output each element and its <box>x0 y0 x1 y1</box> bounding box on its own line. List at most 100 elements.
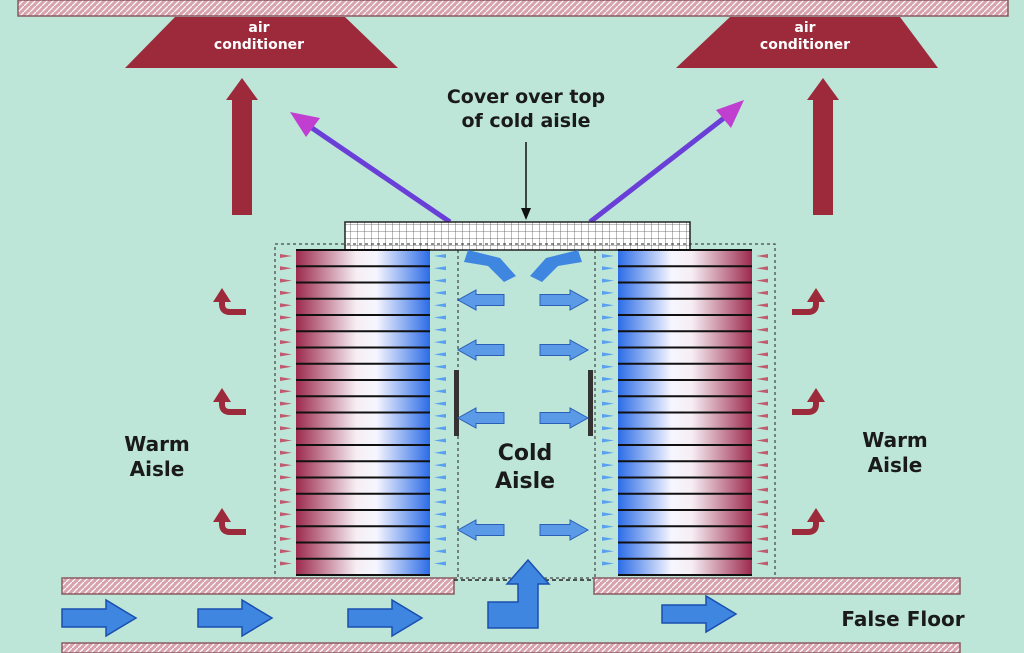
intake-tick <box>602 450 614 455</box>
subfloor-slab <box>61 642 961 653</box>
exhaust-tick <box>756 364 768 369</box>
exhaust-tick <box>756 426 768 431</box>
exhaust-tick <box>280 364 292 369</box>
exhaust-tick <box>756 487 768 492</box>
exhaust-tick <box>280 463 292 468</box>
exhaust-tick <box>756 413 768 418</box>
intake-tick <box>602 536 614 541</box>
intake-tick <box>602 327 614 332</box>
exhaust-tick <box>756 377 768 381</box>
intake-tick <box>434 524 446 529</box>
intake-tick <box>434 266 446 271</box>
intake-tick <box>602 315 614 320</box>
exhaust-tick <box>756 266 768 271</box>
ac-right-label: air conditioner <box>745 20 865 54</box>
exhaust-tick <box>756 475 768 480</box>
intake-tick <box>434 463 446 468</box>
exhaust-tick <box>756 549 768 554</box>
exhaust-tick <box>280 327 292 332</box>
warm-air-up-arrow-left <box>226 78 258 215</box>
exhaust-tick <box>280 290 292 295</box>
exhaust-tick <box>756 463 768 468</box>
exhaust-tick <box>280 266 292 271</box>
exhaust-arrow-right <box>588 100 744 224</box>
warm-right-line2: Aisle <box>867 453 923 477</box>
intake-tick <box>602 266 614 271</box>
ac-left-label-line1: air <box>248 20 270 36</box>
exhaust-tick <box>756 352 768 357</box>
intake-tick <box>434 364 446 369</box>
exhaust-tick <box>756 254 768 258</box>
vent-right <box>588 370 593 436</box>
curved-arrow-icon <box>213 508 246 535</box>
exhaust-tick <box>756 327 768 332</box>
intake-tick <box>434 254 446 258</box>
warm-left-line1: Warm <box>124 432 190 456</box>
intake-tick <box>602 352 614 357</box>
exhaust-tick <box>280 377 292 381</box>
exhaust-tick <box>280 413 292 418</box>
exhaust-tick <box>280 254 292 258</box>
intake-tick <box>434 377 446 381</box>
air-conditioner-right <box>676 17 938 68</box>
intake-tick <box>434 303 446 308</box>
cover-label-line1: Cover over top <box>446 86 606 108</box>
exhaust-tick <box>756 438 768 443</box>
intake-tick <box>602 500 614 504</box>
vent-left <box>454 370 459 436</box>
exhaust-tick <box>280 536 292 541</box>
curved-arrow-icon <box>213 288 246 315</box>
warm-aisle-right-label: Warm Aisle <box>840 428 950 478</box>
exhaust-tick <box>280 278 292 283</box>
warm-left-line2: Aisle <box>129 457 185 481</box>
curved-arrow-icon <box>792 288 825 315</box>
intake-tick <box>434 500 446 504</box>
ac-left-label-line2: conditioner <box>213 36 305 53</box>
exhaust-tick <box>756 524 768 529</box>
exhaust-tick <box>756 536 768 541</box>
intake-tick <box>434 426 446 431</box>
intake-tick <box>434 413 446 418</box>
intake-tick <box>602 438 614 443</box>
cold-air-left-arrow-icon <box>456 339 505 361</box>
exhaust-tick <box>756 561 768 566</box>
intake-tick <box>602 413 614 418</box>
cold-air-deflect-left <box>464 250 516 282</box>
intake-tick <box>602 549 614 554</box>
curved-arrow-icon <box>792 388 825 415</box>
exhaust-tick <box>756 340 768 345</box>
ac-left-label: air conditioner <box>199 20 319 54</box>
exhaust-tick <box>280 450 292 455</box>
exhaust-tick <box>756 303 768 308</box>
intake-tick <box>602 487 614 492</box>
cold-air-left-arrow-icon <box>456 289 505 311</box>
intake-tick <box>434 340 446 345</box>
cold-air-right-arrow-icon <box>539 407 590 429</box>
containment-outline <box>274 243 776 579</box>
ceiling-slab <box>17 0 1009 17</box>
cold-air-right-arrow-icon <box>539 339 590 361</box>
intake-tick <box>602 303 614 308</box>
exhaust-tick <box>280 426 292 431</box>
ac-right-label-line2: conditioner <box>759 36 851 53</box>
exhaust-tick <box>756 401 768 406</box>
intake-tick <box>602 389 614 394</box>
intake-tick <box>434 487 446 492</box>
intake-tick <box>434 536 446 541</box>
exhaust-tick <box>756 450 768 455</box>
intake-tick <box>602 463 614 468</box>
exhaust-tick <box>280 340 292 345</box>
cold-air-left-arrow-icon <box>456 519 505 541</box>
intake-tick <box>434 561 446 566</box>
underfloor-arrow-icon <box>347 598 424 638</box>
ac-right-label-line1: air <box>794 20 816 36</box>
cold-line2: Aisle <box>494 468 556 494</box>
intake-tick <box>434 512 446 517</box>
exhaust-tick <box>756 315 768 320</box>
cold-line1: Cold <box>497 441 553 466</box>
exhaust-tick <box>756 290 768 295</box>
intake-tick <box>434 450 446 455</box>
underfloor-arrow-icon <box>661 594 738 634</box>
